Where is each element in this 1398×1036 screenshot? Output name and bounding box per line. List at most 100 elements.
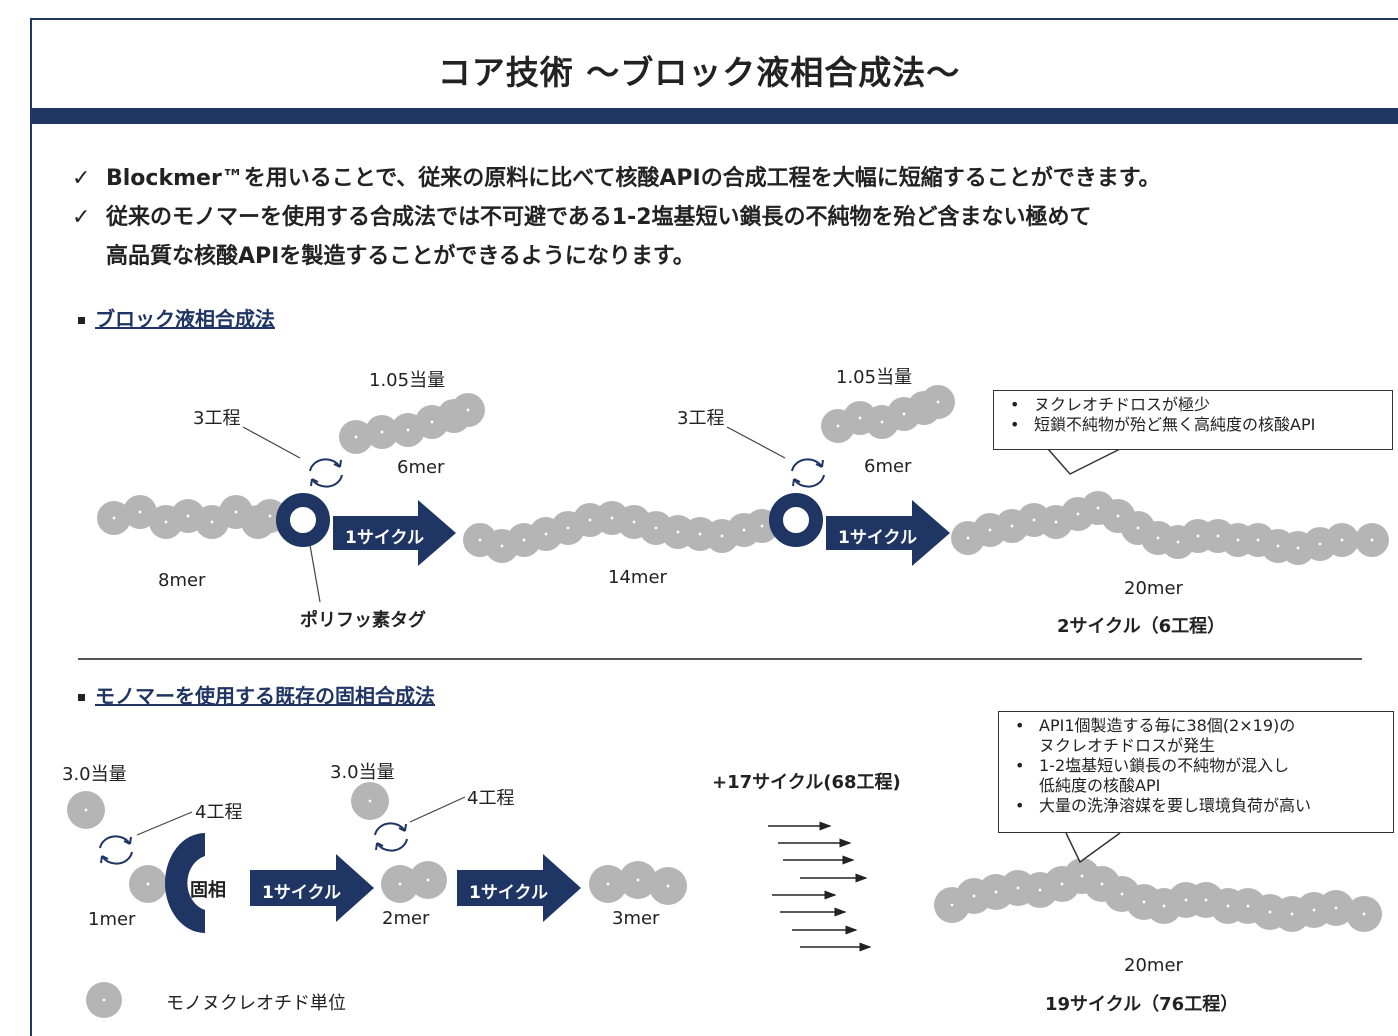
bullet-1-text: Blockmer™を用いることで、従来の原料に比べて核酸APIの合成工程を大幅に… (106, 166, 1161, 191)
mer2-label: 2mer (382, 908, 430, 929)
nucleotide-bead-dot (368, 799, 372, 803)
section-heading-solid: モノマーを使用する既存の固相合成法 (78, 680, 435, 709)
cycle-icon (99, 835, 133, 865)
section-heading-block: ブロック液相合成法 (78, 303, 275, 332)
steps-label-3: 4工程 (195, 802, 243, 823)
steps-leader-line-2 (726, 426, 786, 459)
nucleotide-bead-dot (186, 514, 190, 518)
bullet-1: ✓Blockmer™を用いることで、従来の原料に比べて核酸APIの合成工程を大幅… (72, 160, 1161, 192)
nucleotide-bead-dot (210, 520, 214, 524)
nucleotide-bead-dot (950, 903, 954, 907)
nucleotide-bead-dot (102, 998, 106, 1002)
more-cycles-label: +17サイクル(68工程) (712, 772, 901, 793)
nucleotide-bead-dot (268, 514, 272, 518)
nucleotide-bead-dot (1296, 546, 1300, 550)
cycle-arrow-label-1: 1サイクル (345, 528, 424, 548)
tag-label: ポリフッ素タグ (300, 610, 426, 631)
nucleotide-bead-dot (972, 894, 976, 898)
nucleotide-bead-dot (1116, 514, 1120, 518)
callout-solid-item: 大量の洗浄溶媒を要し環境負荷が高い (1009, 796, 1383, 816)
nucleotide-bead-dot (566, 526, 570, 530)
slide-title: コア技術 〜ブロック液相合成法〜 (437, 53, 961, 92)
nucleotide-bead-dot (430, 420, 434, 424)
equiv-label-1: 1.05当量 (369, 370, 446, 391)
nucleotide-bead-dot (880, 420, 884, 424)
nucleotide-bead-dot (1334, 906, 1338, 910)
nucleotide-bead-dot (632, 520, 636, 524)
nucleotide-bead-dot (112, 516, 116, 520)
total-cycles-solid: 19サイクル（76工程） (1045, 994, 1239, 1015)
mer1-label: 1mer (88, 909, 136, 930)
solid-phase-label: 固相 (190, 880, 226, 901)
nucleotide-bead-dot (354, 435, 358, 439)
equiv-label-2: 1.05当量 (836, 367, 913, 388)
nucleotide-bead-dot (1312, 908, 1316, 912)
section-divider (78, 658, 1362, 660)
nucleotide-bead-dot (1290, 912, 1294, 916)
nucleotide-bead-dot (666, 884, 670, 888)
nucleotide-bead-dot (84, 808, 88, 812)
steps-label-2: 3工程 (677, 408, 725, 429)
nucleotide-bead-dot (522, 538, 526, 542)
nucleotide-bead-dot (606, 882, 610, 886)
nucleotide-bead-dot (466, 408, 470, 412)
nucleotide-bead-dot (426, 878, 430, 882)
mer20-label-block: 20mer (1124, 578, 1183, 599)
mer6-label-2: 6mer (864, 456, 912, 477)
bullet-2-cont: 高品質な核酸APIを製造することができるようになります。 (72, 238, 695, 270)
nucleotide-bead-dot (1142, 900, 1146, 904)
nucleotide-bead-dot (1318, 542, 1322, 546)
nucleotide-bead-dot (406, 428, 410, 432)
nucleotide-bead-dot (1268, 910, 1272, 914)
section-heading-block-label: ブロック液相合成法 (95, 307, 275, 331)
nucleotide-bead-dot (1236, 538, 1240, 542)
nucleotide-bead-dot (1362, 912, 1366, 916)
nucleotide-bead-dot (1156, 536, 1160, 540)
bullet-2: ✓従来のモノマーを使用する合成法では不可避である1-2塩基短い鎖長の不純物を殆ど… (72, 199, 1092, 231)
nucleotide-bead-dot (1038, 888, 1042, 892)
nucleotide-bead-dot (654, 526, 658, 530)
nucleotide-bead-dot (588, 518, 592, 522)
nucleotide-bead-dot (1076, 512, 1080, 516)
steps-leader-line-1 (242, 426, 301, 459)
nucleotide-bead-dot (1054, 520, 1058, 524)
nucleotide-bead-dot (398, 882, 402, 886)
steps-label-1: 3工程 (193, 408, 241, 429)
callout-block-item: ヌクレオチドロスが極少 (1004, 395, 1382, 415)
nucleotide-bead-dot (1226, 904, 1230, 908)
nucleotide-bead-dot (936, 400, 940, 404)
nucleotide-bead-dot (676, 530, 680, 534)
repeat-cycles-arrows (768, 821, 872, 952)
nucleotide-bead-dot (1176, 540, 1180, 544)
nucleotide-bead-dot (1162, 904, 1166, 908)
nucleotide-bead-dot (164, 520, 168, 524)
tag-leader-line (309, 544, 321, 603)
check-icon: ✓ (72, 205, 91, 230)
bullet-2-text-cont: 高品質な核酸APIを製造することができるようになります。 (106, 244, 695, 269)
cycle-arrow-solid-2 (457, 854, 581, 922)
mer20-label-solid: 20mer (1124, 955, 1183, 976)
cycle-arrow-label-3: 1サイクル (262, 883, 341, 903)
fluorous-tag-icon (276, 493, 330, 547)
nucleotide-bead-dot (1136, 526, 1140, 530)
nucleotide-bead-dot (1340, 538, 1344, 542)
square-bullet-icon (78, 317, 85, 324)
nucleotide-bead-dot (720, 534, 724, 538)
nucleotide-bead-dot (500, 544, 504, 548)
callout-pointer-solid (1065, 832, 1121, 864)
nucleotide-bead-dot (1204, 898, 1208, 902)
section-heading-solid-label: モノマーを使用する既存の固相合成法 (95, 684, 435, 708)
title-bar (30, 108, 1398, 124)
nucleotide-bead-dot (1370, 538, 1374, 542)
nucleotide-bead-dot (1246, 904, 1250, 908)
solid-phase-icon (165, 833, 205, 933)
fluorous-tag-icon (769, 493, 823, 547)
steps-leader-line-3 (136, 811, 193, 836)
nucleotide-bead-dot (1096, 506, 1100, 510)
callout-block-item: 短鎖不純物が殆ど無く高純度の核酸API (1004, 415, 1382, 435)
mer3-label: 3mer (612, 908, 660, 929)
callout-pointer-block (1047, 448, 1121, 475)
